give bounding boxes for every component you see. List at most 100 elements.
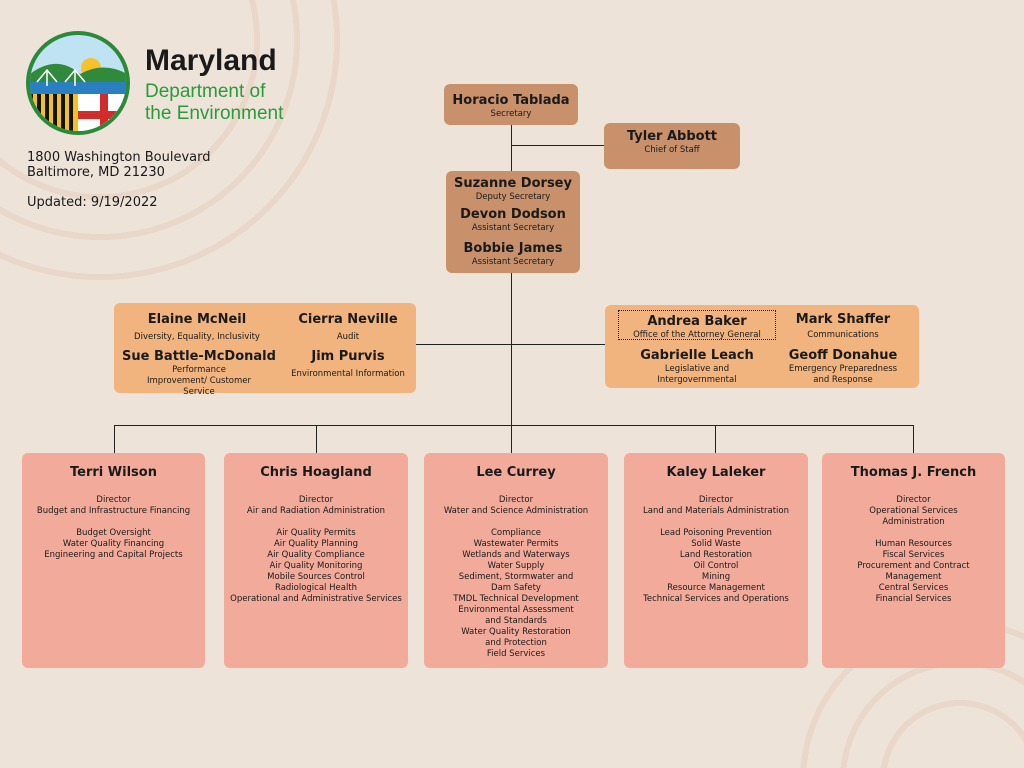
unit-item: Technical Services and Operations (643, 594, 789, 604)
person-name: Devon Dodson (460, 207, 566, 222)
person-name: Horacio Tablada (452, 93, 570, 108)
person-name: Geoff Donahue (788, 348, 898, 363)
person-title: Deputy Secretary (475, 192, 551, 202)
person-role: Director (298, 495, 334, 505)
chief-of-staff-box: Tyler Abbott Chief of Staff (604, 123, 740, 169)
deputies-box: Suzanne Dorsey Deputy Secretary Devon Do… (446, 171, 580, 273)
connector (114, 425, 914, 426)
administration-name: Land and Materials Administration (643, 506, 789, 516)
unit-item: Mobile Sources Control (267, 572, 365, 582)
unit-item: Wetlands and Waterways (462, 550, 570, 560)
updated-date: Updated: 9/19/2022 (27, 195, 158, 210)
person-title: Diversity, Equality, Inclusivity (134, 332, 260, 342)
person-name: Suzanne Dorsey (454, 176, 572, 191)
unit-item: Air Quality Monitoring (269, 561, 363, 571)
administration-name: Operational Services Administration (869, 506, 958, 527)
director-box: Thomas J. French Director Operational Se… (822, 453, 1005, 668)
person-title: Performance Improvement/ Customer Servic… (146, 365, 252, 397)
administration-name: Budget and Infrastructure Financing (36, 506, 191, 516)
person-title: Assistant Secretary (471, 257, 555, 267)
address-line-1: 1800 Washington Boulevard (27, 150, 211, 165)
person-name: Chris Hoagland (260, 465, 372, 480)
director-box: Chris Hoagland Director Air and Radiatio… (224, 453, 408, 668)
unit-item: Radiological Health (274, 583, 358, 593)
person-role: Director (698, 495, 734, 505)
director-box: Terri Wilson Director Budget and Infrast… (22, 453, 205, 668)
unit-item: Human Resources (875, 539, 952, 549)
org-subtitle-1: Department of (145, 81, 266, 102)
connector (511, 125, 512, 171)
person-name: Andrea Baker (647, 314, 747, 329)
connector (511, 425, 512, 453)
person-title: Audit (336, 332, 360, 342)
connector (316, 425, 317, 453)
person-role: Director (96, 495, 131, 505)
person-name: Gabrielle Leach (640, 348, 754, 363)
connector (715, 425, 716, 453)
person-title: Assistant Secretary (471, 223, 555, 233)
unit-item: Budget Oversight (76, 528, 151, 538)
unit-item: Operational and Administrative Services (230, 594, 402, 604)
unit-item: Mining (701, 572, 731, 582)
person-title: Communications (807, 330, 879, 340)
unit-item: Water Quality Restoration and Protection (461, 627, 571, 648)
connector (416, 344, 605, 345)
connector (114, 425, 115, 453)
person-name: Mark Shaffer (795, 312, 891, 327)
org-subtitle-2: the Environment (145, 103, 284, 124)
person-name: Cierra Neville (298, 312, 398, 327)
unit-item: Financial Services (875, 594, 952, 604)
person-name: Tyler Abbott (626, 129, 718, 144)
unit-item: TMDL Technical Development (453, 594, 579, 604)
unit-item: Resource Management (667, 583, 765, 593)
unit-item: Lead Poisoning Prevention (660, 528, 772, 538)
person-title: Environmental Information (291, 369, 405, 379)
person-title: Chief of Staff (644, 145, 700, 155)
connector (913, 425, 914, 453)
person-role: Director (896, 495, 931, 505)
person-name: Lee Currey (476, 465, 556, 480)
unit-item: Air Quality Compliance (267, 550, 365, 560)
unit-item: Field Services (486, 649, 546, 659)
person-title: Emergency Preparedness and Response (788, 364, 898, 385)
person-title: Office of the Attorney General (633, 330, 761, 340)
person-name: Thomas J. French (850, 465, 977, 480)
unit-item: Procurement and Contract Management (857, 561, 970, 582)
secretary-box: Horacio Tablada Secretary (444, 84, 578, 125)
person-name: Jim Purvis (311, 349, 385, 364)
director-box: Kaley Laleker Director Land and Material… (624, 453, 808, 668)
unit-item: Water Supply (487, 561, 545, 571)
person-name: Terri Wilson (70, 465, 157, 480)
unit-item: Water Quality Financing (62, 539, 165, 549)
person-name: Elaine McNeil (147, 312, 247, 327)
director-box: Lee Currey Director Water and Science Ad… (424, 453, 608, 668)
connector (512, 145, 604, 146)
unit-item: Oil Control (693, 561, 739, 571)
unit-item: Air Quality Permits (276, 528, 356, 538)
unit-item: Wastewater Permits (473, 539, 559, 549)
connector (511, 273, 512, 425)
person-title: Legislative and Intergovernmental (657, 364, 737, 385)
unit-item: Air Quality Planning (273, 539, 359, 549)
person-name: Sue Battle-McDonald (122, 349, 276, 364)
unit-item: Land Restoration (679, 550, 753, 560)
person-name: Kaley Laleker (666, 465, 766, 480)
administration-name: Water and Science Administration (443, 506, 589, 516)
administration-name: Air and Radiation Administration (246, 506, 386, 516)
person-role: Director (498, 495, 534, 505)
unit-item: Engineering and Capital Projects (44, 550, 183, 560)
unit-item: Solid Waste (691, 539, 741, 549)
unit-item: Compliance (490, 528, 542, 538)
org-title: Maryland (145, 44, 277, 77)
unit-item: Fiscal Services (882, 550, 945, 560)
person-name: Bobbie James (463, 241, 563, 256)
unit-item: Central Services (878, 583, 949, 593)
unit-item: Environmental Assessment and Standards (458, 605, 574, 626)
address-line-2: Baltimore, MD 21230 (27, 165, 165, 180)
person-title: Secretary (490, 109, 532, 119)
mde-logo (26, 31, 130, 135)
unit-item: Sediment, Stormwater and Dam Safety (458, 572, 574, 593)
